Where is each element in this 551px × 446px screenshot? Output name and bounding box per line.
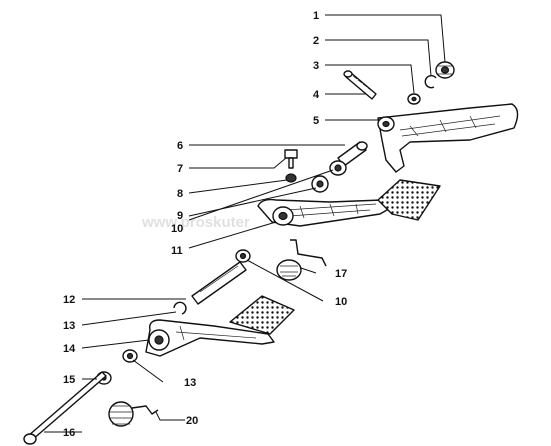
part-coil-spring bbox=[108, 401, 159, 427]
part-pin bbox=[337, 141, 368, 167]
callout-1: 1 bbox=[313, 10, 319, 22]
watermark-text: www.proskuter bbox=[141, 214, 250, 231]
part-upper-pedal-arm bbox=[377, 103, 519, 173]
callout-20: 20 bbox=[186, 415, 198, 427]
leader-lines bbox=[44, 14, 446, 433]
part-bushing-lower bbox=[235, 249, 251, 263]
part-return-spring-right bbox=[276, 239, 327, 281]
callout-14: 14 bbox=[63, 343, 76, 355]
callout-2: 2 bbox=[313, 35, 319, 47]
callout-7: 7 bbox=[177, 163, 183, 175]
part-washer bbox=[407, 93, 421, 105]
part-long-bolt bbox=[23, 371, 107, 445]
callout-13-lower: 13 bbox=[184, 377, 196, 389]
callout-11: 11 bbox=[171, 245, 183, 257]
part-lower-pedal bbox=[145, 295, 295, 357]
callout-6: 6 bbox=[177, 140, 183, 152]
callout-10-upper: 10 bbox=[171, 223, 183, 235]
part-small-nut bbox=[285, 173, 297, 183]
part-circlip-upper bbox=[173, 301, 187, 315]
callout-12: 12 bbox=[63, 294, 75, 306]
callout-5: 5 bbox=[313, 115, 319, 127]
part-clip-ring bbox=[424, 74, 437, 89]
part-bushing-pedal bbox=[122, 349, 138, 363]
callout-9: 9 bbox=[177, 210, 183, 222]
part-pivot-shaft bbox=[191, 261, 247, 305]
callout-16: 16 bbox=[63, 427, 75, 439]
callout-4: 4 bbox=[313, 89, 320, 101]
callout-17: 17 bbox=[335, 268, 347, 280]
callout-10-lower: 10 bbox=[335, 296, 347, 308]
part-spring-pin bbox=[343, 70, 377, 100]
callout-15: 15 bbox=[63, 374, 75, 386]
part-bolt bbox=[284, 149, 298, 169]
part-nut bbox=[435, 61, 455, 79]
callout-3: 3 bbox=[313, 60, 319, 72]
callout-13-upper: 13 bbox=[63, 320, 75, 332]
callout-8: 8 bbox=[177, 188, 183, 200]
part-bushing-upper bbox=[311, 160, 347, 193]
part-brake-pedal bbox=[257, 179, 441, 227]
callout-labels: 1 2 3 4 5 6 7 8 9 10 11 17 10 12 13 14 1… bbox=[63, 10, 347, 439]
